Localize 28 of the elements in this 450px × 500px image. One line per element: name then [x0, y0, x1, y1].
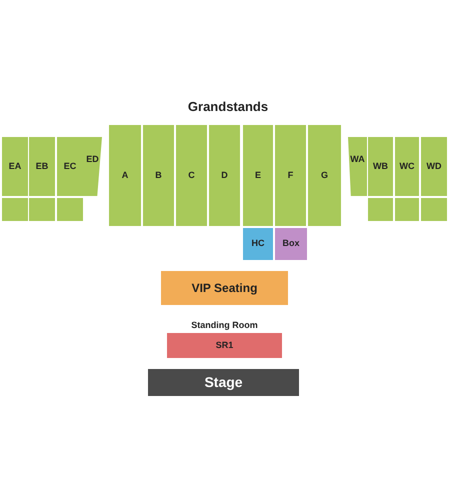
seating-section: E — [243, 125, 273, 226]
seating-section — [395, 198, 419, 221]
seating-section: G — [308, 125, 341, 226]
seating-section: D — [209, 125, 240, 226]
seating-section: VIP Seating — [161, 271, 288, 305]
seating-section: A — [109, 125, 141, 226]
seating-section: EA — [2, 137, 28, 196]
seating-section — [368, 198, 393, 221]
seating-section — [29, 198, 55, 221]
seating-section: WC — [395, 137, 419, 196]
seating-section: F — [275, 125, 306, 226]
seating-section: Box — [275, 228, 307, 260]
seating-section: WA — [348, 137, 367, 196]
seating-section: EC — [57, 137, 83, 196]
seating-section: WD — [421, 137, 447, 196]
seating-section: WB — [368, 137, 393, 196]
seating-section — [421, 198, 447, 221]
seating-section: C — [176, 125, 207, 226]
seating-section: B — [143, 125, 174, 226]
stage: Stage — [148, 369, 299, 396]
seating-section — [57, 198, 83, 221]
standing-area: SR1 — [167, 333, 282, 358]
seating-section: EB — [29, 137, 55, 196]
title: Grandstands — [186, 98, 270, 116]
seating-section — [2, 198, 28, 221]
seating-section: HC — [243, 228, 273, 260]
area-label: Standing Room — [190, 319, 259, 332]
seating-section: ED — [83, 137, 102, 196]
